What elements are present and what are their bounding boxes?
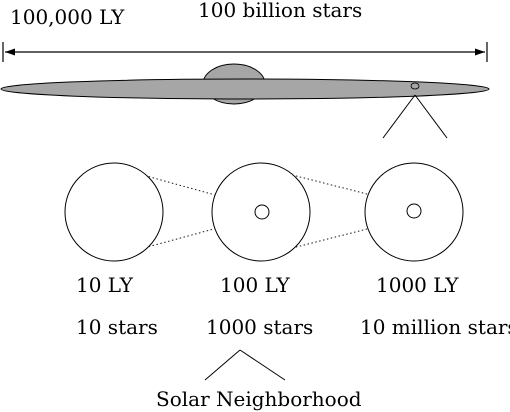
star-count-1000-stars: 1000 stars bbox=[206, 315, 313, 339]
bracket-line-left bbox=[204, 349, 241, 381]
scale-label-100-ly: 100 LY bbox=[220, 273, 291, 297]
neighborhood-bracket bbox=[204, 349, 286, 381]
star-count-10-stars: 10 stars bbox=[76, 315, 158, 339]
scale-label-10-ly: 10 LY bbox=[76, 273, 134, 297]
bracket-line-right bbox=[239, 349, 286, 381]
solar-neighborhood-label: Solar Neighborhood bbox=[156, 387, 362, 411]
galaxy-star-count-label: 100 billion stars bbox=[198, 0, 362, 22]
diameter-arrow bbox=[2, 42, 488, 62]
zoom-line-left bbox=[382, 94, 416, 139]
galaxy-diameter-label: 100,000 LY bbox=[10, 5, 125, 29]
connector-1-top bbox=[113, 166, 263, 209]
star-count-10-million-stars: 10 million stars bbox=[360, 315, 510, 339]
dotted-zoom-connectors bbox=[113, 166, 415, 257]
inner-circle-100-ly bbox=[254, 204, 270, 220]
scale-circles bbox=[64, 162, 464, 262]
circle-10-ly bbox=[64, 162, 164, 262]
scale-label-1000-ly: 1000 LY bbox=[376, 273, 459, 297]
galaxy-side-view bbox=[0, 63, 490, 105]
zoom-line-right bbox=[414, 94, 448, 139]
sun-zoom-lines bbox=[382, 94, 448, 139]
galaxy-disk bbox=[0, 78, 490, 100]
sun-position-marker bbox=[410, 82, 420, 90]
arrow-left-head bbox=[5, 48, 15, 56]
arrow-right-head bbox=[475, 48, 485, 56]
inner-circle-1000-ly bbox=[406, 203, 422, 219]
connector-1-bottom bbox=[113, 215, 263, 257]
